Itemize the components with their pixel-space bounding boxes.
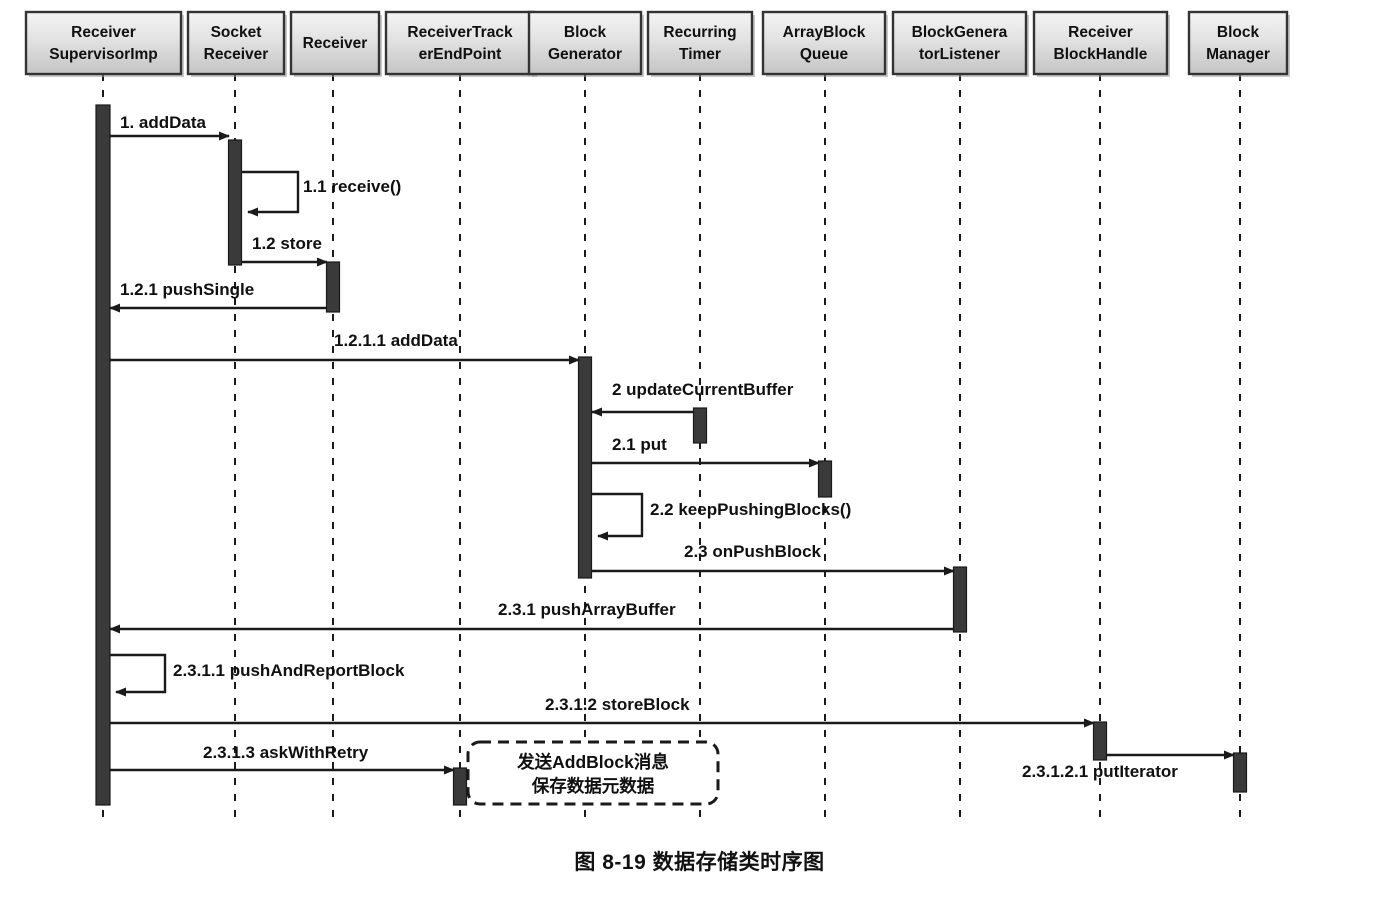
message-label: 2.2 keepPushingBlocks() bbox=[650, 500, 851, 519]
lifeline-title-line2: erEndPoint bbox=[419, 46, 502, 63]
lifeline-box-blockManager[interactable] bbox=[1187, 10, 1289, 76]
message-m1[interactable]: 1. addData bbox=[110, 113, 230, 141]
lifeline-title-line2: torListener bbox=[919, 46, 1000, 63]
activation-bar-receiverBlockHandler[interactable] bbox=[1092, 721, 1108, 761]
message-m2_3_1[interactable]: 2.3.1 pushArrayBuffer bbox=[109, 600, 954, 634]
lifeline-blockGeneratorListener: BlockGenera torListener bbox=[891, 10, 1029, 825]
message-m2_3[interactable]: 2.3 onPushBlock bbox=[592, 542, 955, 576]
message-label: 2 updateCurrentBuffer bbox=[612, 380, 794, 399]
activations-group bbox=[95, 104, 1248, 806]
lifeline-box-receiver[interactable] bbox=[289, 10, 381, 76]
activation-bar-receiverTrackerEndPoint[interactable] bbox=[452, 767, 468, 806]
message-m2_3_1_2_1[interactable]: 2.3.1.2.1 putIterator bbox=[1022, 750, 1235, 781]
lifeline-title-line2: Receiver bbox=[204, 46, 269, 63]
message-m2_3_1_3[interactable]: 2.3.1.3 askWithRetry bbox=[110, 743, 455, 775]
lifeline-title-line2: Manager bbox=[1206, 46, 1270, 63]
lifeline-title-line1: Receiver bbox=[71, 24, 136, 41]
lifeline-receiver: Receiver bbox=[289, 10, 382, 825]
message-label: 2.3.1.2.1 putIterator bbox=[1022, 762, 1178, 781]
message-label: 2.1 put bbox=[612, 435, 667, 454]
figure-caption: 图 8-19 数据存储类时序图 bbox=[574, 851, 825, 874]
lifeline-title-line1: Receiver bbox=[1068, 24, 1133, 41]
message-label: 1.1 receive() bbox=[303, 177, 401, 196]
self-call-arrow bbox=[242, 170, 300, 217]
message-label: 2.3.1.2 storeBlock bbox=[545, 695, 690, 714]
lifeline-title-line2: BlockHandle bbox=[1054, 46, 1148, 63]
lifeline-box-blockGeneratorListener[interactable] bbox=[891, 10, 1028, 76]
lifeline-receiverTrackerEndPoint: ReceiverTrack erEndPoint bbox=[384, 10, 537, 825]
lifeline-box-receiverSupervisorImpl[interactable] bbox=[24, 10, 183, 76]
activation-bar-blockGeneratorListener[interactable] bbox=[952, 566, 968, 633]
message-label: 1.2.1 pushSingle bbox=[120, 280, 254, 299]
message-m2_3_1_2[interactable]: 2.3.1.2 storeBlock bbox=[110, 695, 1095, 728]
messages-group: 1. addData 1.1 receive() 1.2 store 1.2.1 pu… bbox=[109, 113, 1235, 781]
lifeline-box-blockGenerator[interactable] bbox=[527, 10, 643, 76]
message-label: 2.3.1.3 askWithRetry bbox=[203, 743, 369, 762]
message-label: 1.2.1.1 addData bbox=[334, 331, 458, 350]
activation-bar-receiver[interactable] bbox=[325, 261, 341, 313]
lifeline-title-line1: Recurring bbox=[663, 24, 736, 41]
message-m2_2[interactable]: 2.2 keepPushingBlocks() bbox=[592, 492, 851, 541]
note-border bbox=[466, 740, 720, 806]
message-label: 2.3.1.1 pushAndReportBlock bbox=[173, 661, 405, 680]
message-m2[interactable]: 2 updateCurrentBuffer bbox=[591, 380, 794, 417]
self-call-arrow bbox=[592, 492, 644, 541]
note-text-line2: 保存数据元数据 bbox=[531, 776, 655, 796]
activation-bar-blockManager[interactable] bbox=[1232, 752, 1248, 793]
lifeline-title-line1: BlockGenera bbox=[912, 24, 1008, 41]
message-m2_1[interactable]: 2.1 put bbox=[592, 435, 820, 468]
activation-bar-arrayBlockQueue[interactable] bbox=[817, 460, 833, 498]
message-label: 1. addData bbox=[120, 113, 207, 132]
message-m1_2[interactable]: 1.2 store bbox=[242, 234, 328, 267]
lifeline-title-line1: ReceiverTrack bbox=[407, 24, 513, 41]
lifeline-title-line2: SupervisorImp bbox=[49, 46, 158, 63]
lifeline-box-receiverTrackerEndPoint[interactable] bbox=[384, 10, 536, 76]
message-m1_2_1_1[interactable]: 1.2.1.1 addData bbox=[110, 331, 580, 365]
self-call-arrow bbox=[110, 653, 167, 697]
lifeline-title-line2: Generator bbox=[548, 46, 622, 63]
lifeline-title-line1: Block bbox=[1217, 24, 1260, 41]
message-m1_2_1[interactable]: 1.2.1 pushSingle bbox=[109, 280, 327, 313]
message-label: 1.2 store bbox=[252, 234, 322, 253]
activation-bar-receiverSupervisorImpl[interactable] bbox=[95, 104, 111, 806]
lifeline-title-line1: Socket bbox=[211, 24, 262, 41]
message-m1_1[interactable]: 1.1 receive() bbox=[242, 170, 401, 217]
lifeline-title-line1: Receiver bbox=[303, 35, 368, 52]
activation-bar-recurringTimer[interactable] bbox=[692, 407, 708, 444]
lifeline-title-line1: ArrayBlock bbox=[783, 24, 866, 41]
note-text-line1: 发送AddBlock消息 bbox=[516, 752, 669, 772]
message-label: 2.3 onPushBlock bbox=[684, 542, 822, 561]
message-m2_3_1_1[interactable]: 2.3.1.1 pushAndReportBlock bbox=[110, 653, 405, 697]
lifeline-box-receiverBlockHandler[interactable] bbox=[1032, 10, 1169, 76]
activation-bar-blockGenerator[interactable] bbox=[577, 356, 593, 579]
lifeline-box-recurringTimer[interactable] bbox=[646, 10, 754, 76]
message-label: 2.3.1 pushArrayBuffer bbox=[498, 600, 676, 619]
lifeline-box-socketReceiver[interactable] bbox=[186, 10, 286, 76]
lifeline-title-line1: Block bbox=[564, 24, 607, 41]
activation-bar-socketReceiver[interactable] bbox=[227, 139, 243, 266]
lifelines-group: ReceiverSupervisorImpSocketReceiverRecei… bbox=[24, 10, 1290, 825]
lifeline-title-line2: Queue bbox=[800, 46, 849, 63]
lifeline-box-arrayBlockQueue[interactable] bbox=[761, 10, 887, 76]
lifeline-title-line2: Timer bbox=[679, 46, 721, 63]
